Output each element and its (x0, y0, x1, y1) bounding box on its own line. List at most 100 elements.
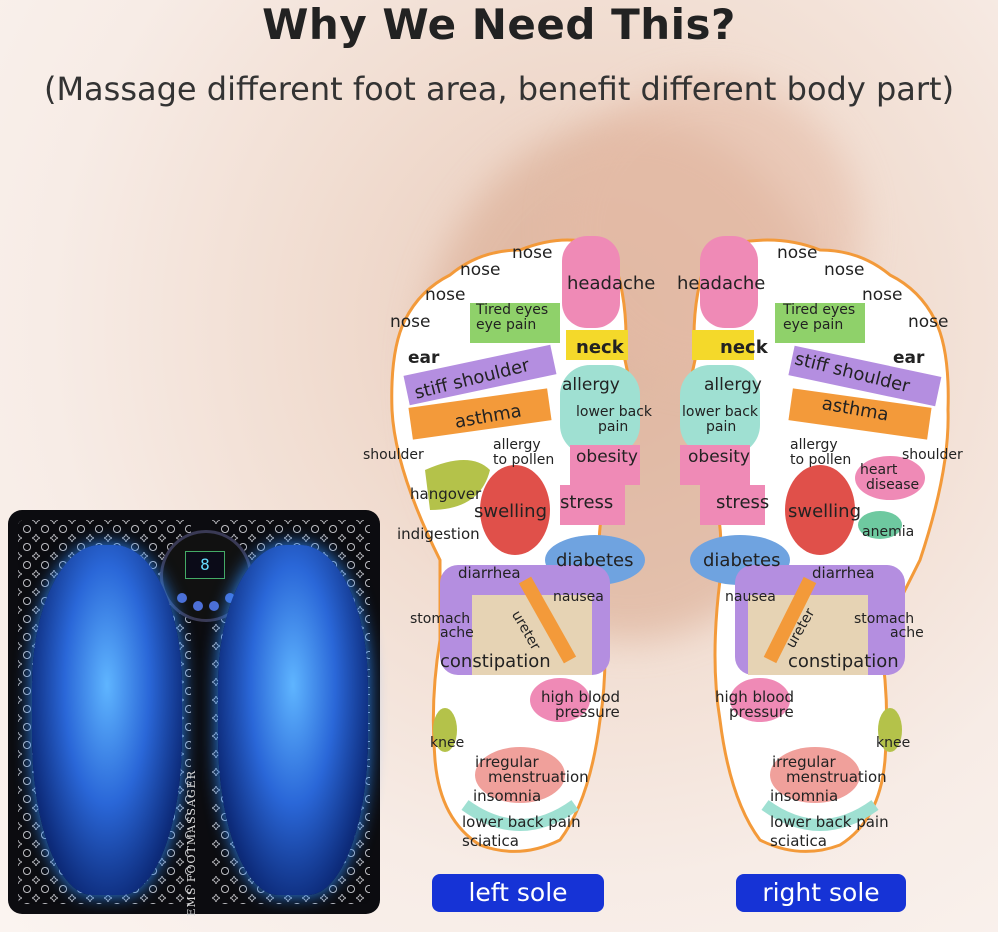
left-zone-knee (433, 708, 457, 752)
right-label-lower-back-pain: lower back pain (770, 813, 889, 831)
left-zone-tired-eyes (470, 303, 560, 343)
left-label-ache: ache (440, 625, 474, 641)
right-label-nose: nose (862, 285, 903, 305)
right-zone-menstruation (770, 747, 860, 803)
left-label-obesity: obesity (576, 447, 638, 467)
left-label-lower-back-pain: lower back pain (462, 813, 581, 831)
right-zone-tired-eyes (775, 303, 865, 343)
left-zone-neck (566, 330, 628, 360)
right-label-pressure: pressure (729, 703, 794, 721)
right-label-disease: disease (866, 477, 920, 493)
left-label-stress: stress (560, 492, 614, 513)
right-zone-headache (700, 236, 758, 328)
left-label-stomach: stomach (410, 611, 471, 627)
left-label-pressure: pressure (555, 703, 620, 721)
device-button (177, 593, 187, 603)
left-zone-stiff (403, 344, 557, 406)
left-label-sciatica: sciatica (462, 832, 519, 850)
right-foot-zones (680, 236, 950, 853)
page-title: Why We Need This? (262, 0, 736, 49)
left-label-tired-eyes: Tired eyes (476, 302, 549, 318)
right-label-ache: ache (890, 625, 924, 641)
right-label-tired-eyes: Tired eyes (783, 302, 856, 318)
left-zone-colon (472, 595, 592, 675)
left-label-diarrhea: diarrhea (458, 564, 521, 582)
right-zone-obesity (680, 445, 750, 485)
right-label-knee: knee (876, 735, 911, 751)
right-label-irregular: irregular (772, 753, 836, 771)
right-label-eye-pain: eye pain (783, 317, 844, 333)
right-label-neck: neck (720, 337, 768, 358)
device-button (225, 593, 235, 603)
left-zone-headache (562, 236, 620, 328)
left-zone-hangover (425, 460, 490, 510)
left-label-pain: pain (598, 419, 629, 435)
left-label-swelling: swelling (474, 501, 548, 522)
right-label-allergy: allergy (704, 375, 762, 395)
right-label-lower-back: lower back (682, 404, 758, 420)
right-label-pain: pain (706, 419, 737, 435)
right-label-diabetes: diabetes (703, 550, 781, 571)
left-label-insomnia: insomnia (473, 787, 542, 805)
left-label-nose: nose (390, 312, 431, 332)
left-zone-obesity (570, 445, 640, 485)
left-label-diabetes: diabetes (556, 550, 634, 571)
right-zone-neck (692, 330, 754, 360)
left-foot-glow (32, 545, 182, 895)
right-label-obesity: obesity (688, 447, 750, 467)
right-sole-button[interactable]: right sole (736, 874, 906, 912)
right-label-nose: nose (824, 260, 865, 280)
left-label-high-blood: high blood (541, 688, 621, 706)
left-label-neck: neck (576, 337, 624, 358)
right-label-sciatica: sciatica (770, 832, 827, 850)
left-label-irregular: irregular (475, 753, 539, 771)
right-label-swelling: swelling (788, 501, 862, 522)
right-label-anemia: anemia (862, 524, 915, 540)
right-label-allergy-pollen: to pollen (790, 452, 852, 468)
left-label-knee: knee (430, 735, 465, 751)
right-label-heart: heart (860, 462, 898, 478)
left-label-allergy-pollen: allergy (493, 437, 541, 453)
left-zone-hbp (530, 678, 590, 722)
right-label-stomach: stomach (854, 611, 915, 627)
left-label-allergy: allergy (562, 375, 620, 395)
page-subtitle: (Massage different foot area, benefit di… (43, 70, 955, 108)
right-zone-stress (700, 485, 765, 525)
left-label-nausea: nausea (553, 589, 604, 605)
device-button (209, 601, 219, 611)
right-zone-heart (855, 456, 925, 500)
right-zone-stiff (788, 345, 942, 407)
left-label-ear: ear (408, 348, 440, 368)
left-zone-swelling (480, 465, 550, 555)
right-label-menstruation: menstruation (786, 768, 887, 786)
right-label-headache: headache (677, 273, 766, 294)
left-label-menstruation: menstruation (488, 768, 589, 786)
left-sole-button[interactable]: left sole (432, 874, 604, 912)
left-zone-lower-back (461, 800, 579, 831)
left-label-eye-pain: eye pain (476, 317, 537, 333)
left-zone-allergy (560, 365, 640, 455)
device-display: 8 (185, 551, 225, 579)
left-zone-asthma (408, 388, 552, 440)
left-label-hangover: hangover (410, 485, 482, 503)
right-label-allergy-pollen: allergy (790, 437, 838, 453)
right-zone-lower-back (761, 800, 879, 831)
left-label-constipation: constipation (440, 651, 551, 672)
left-label-allergy-pollen: to pollen (493, 452, 555, 468)
right-label-nose: nose (908, 312, 949, 332)
right-label-diarrhea: diarrhea (812, 564, 875, 582)
left-label-nose: nose (425, 285, 466, 305)
left-label-headache: headache (567, 273, 656, 294)
right-label-nose: nose (777, 243, 818, 263)
right-zone-ureter (763, 576, 817, 664)
left-zone-stress (560, 485, 625, 525)
left-label-nose: nose (512, 243, 553, 263)
right-label-constipation: constipation (788, 651, 899, 672)
right-zone-asthma (788, 388, 932, 440)
right-label-ear: ear (893, 348, 925, 368)
right-foot-glow (218, 545, 368, 895)
right-label-shoulder: shoulder (902, 447, 963, 463)
right-zone-knee (878, 708, 902, 752)
right-zone-colon (748, 595, 868, 675)
